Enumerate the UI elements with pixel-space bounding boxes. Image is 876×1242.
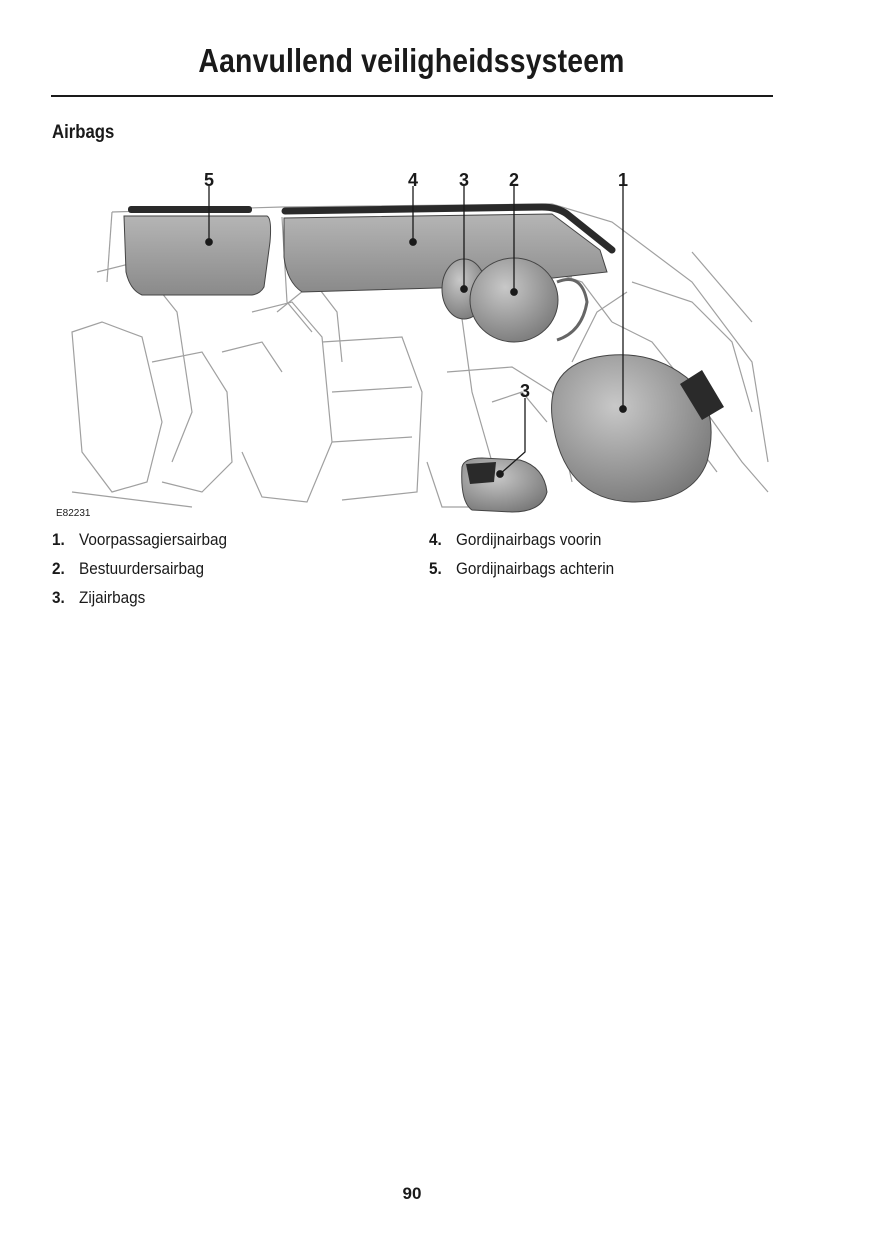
legend-label: Voorpassagiersairbag: [79, 530, 228, 549]
passenger-airbag: [551, 354, 712, 503]
callout-3-lower: 3: [520, 381, 530, 401]
legend-label: Gordijnairbags voorin: [456, 530, 602, 549]
airbag-diagram: 5 4 3 2 1 3 E82231: [52, 162, 774, 520]
legend-item-1: 1. Voorpassagiersairbag: [52, 530, 227, 550]
callout-2: 2: [509, 170, 519, 190]
legend-label: Zijairbags: [79, 588, 146, 607]
legend-label: Gordijnairbags achterin: [456, 559, 615, 578]
figure-id-label: E82231: [56, 508, 91, 519]
leader-dot-5: [205, 238, 213, 246]
leader-dot-3b: [496, 470, 504, 478]
leader-dot-3a: [460, 285, 468, 293]
leader-line-3b: [499, 398, 526, 475]
legend-number: 5.: [429, 559, 442, 578]
curtain-rail-rear: [128, 206, 252, 213]
title-rule: [51, 95, 773, 97]
callout-5: 5: [204, 170, 214, 190]
page-number: 90: [402, 1184, 422, 1203]
legend-item-4: 4. Gordijnairbags voorin: [429, 530, 601, 550]
steering-wheel: [556, 278, 589, 342]
legend-number: 1.: [52, 530, 65, 549]
curtain-rail-front: [281, 203, 616, 254]
legend-number: 2.: [52, 559, 65, 578]
callout-3-upper: 3: [459, 170, 469, 190]
leader-dot-1: [619, 405, 627, 413]
leader-dot-4: [409, 238, 417, 246]
legend-number: 4.: [429, 530, 442, 549]
legend-item-3: 3. Zijairbags: [52, 588, 145, 608]
callout-4: 4: [408, 170, 418, 190]
legend-number: 3.: [52, 588, 65, 607]
section-heading: Airbags: [52, 122, 115, 143]
legend-item-2: 2. Bestuurdersairbag: [52, 559, 204, 579]
page-title: Aanvullend veiligheidssysteem: [198, 42, 625, 79]
side-airbag-seat-module: [466, 462, 496, 484]
leader-dot-2: [510, 288, 518, 296]
passenger-airbag-module: [680, 370, 724, 420]
rear-curtain-airbag: [123, 215, 272, 296]
legend-item-5: 5. Gordijnairbags achterin: [429, 559, 614, 579]
callout-1: 1: [618, 170, 628, 190]
legend-label: Bestuurdersairbag: [79, 559, 205, 578]
